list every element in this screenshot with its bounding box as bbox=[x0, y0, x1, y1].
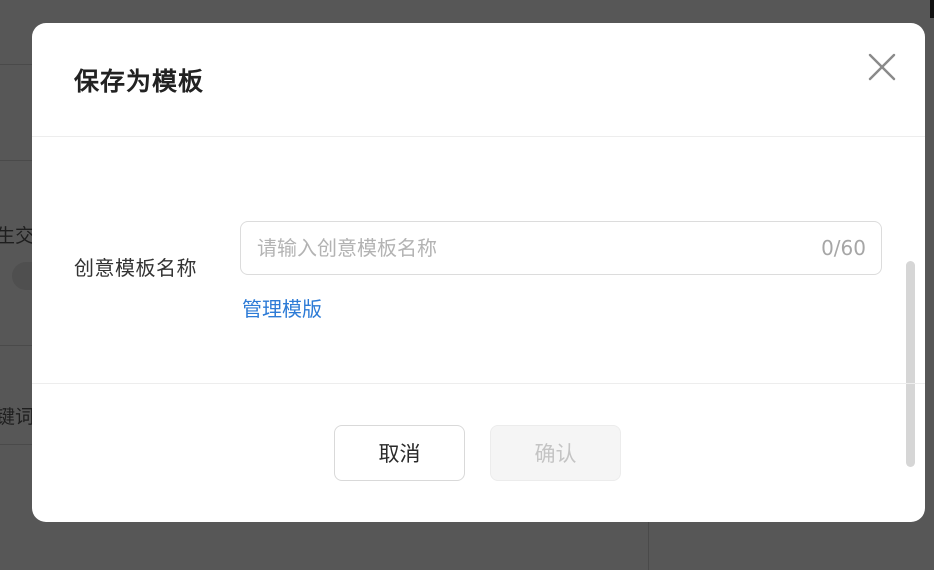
dialog-footer: 取消 确认 bbox=[32, 383, 925, 522]
confirm-button[interactable]: 确认 bbox=[490, 425, 621, 481]
background-label-partial: 键词 bbox=[0, 406, 35, 428]
cancel-button[interactable]: 取消 bbox=[334, 425, 465, 481]
close-button[interactable] bbox=[867, 52, 897, 82]
save-template-dialog: 保存为模板 创意模板名称 0/60 管理模版 取消 确认 bbox=[32, 23, 925, 522]
dialog-body: 创意模板名称 0/60 管理模版 bbox=[32, 137, 925, 467]
background-label-partial: 生交 bbox=[0, 225, 35, 247]
scrollbar-thumb[interactable] bbox=[906, 261, 915, 467]
background-divider bbox=[0, 64, 40, 65]
background-edge bbox=[930, 0, 934, 18]
background-divider bbox=[0, 444, 40, 445]
close-icon bbox=[868, 53, 896, 81]
manage-templates-link[interactable]: 管理模版 bbox=[242, 297, 322, 321]
background-divider bbox=[0, 345, 40, 346]
char-count: 0/60 bbox=[821, 236, 866, 260]
background-divider-vertical bbox=[648, 521, 649, 570]
dialog-title: 保存为模板 bbox=[74, 67, 205, 96]
template-name-label: 创意模板名称 bbox=[74, 256, 197, 280]
dialog-scrollbar[interactable] bbox=[904, 261, 916, 467]
template-name-field[interactable]: 0/60 bbox=[240, 221, 882, 275]
dialog-header: 保存为模板 bbox=[32, 23, 925, 137]
background-divider bbox=[0, 160, 40, 161]
template-name-input[interactable] bbox=[257, 222, 797, 274]
